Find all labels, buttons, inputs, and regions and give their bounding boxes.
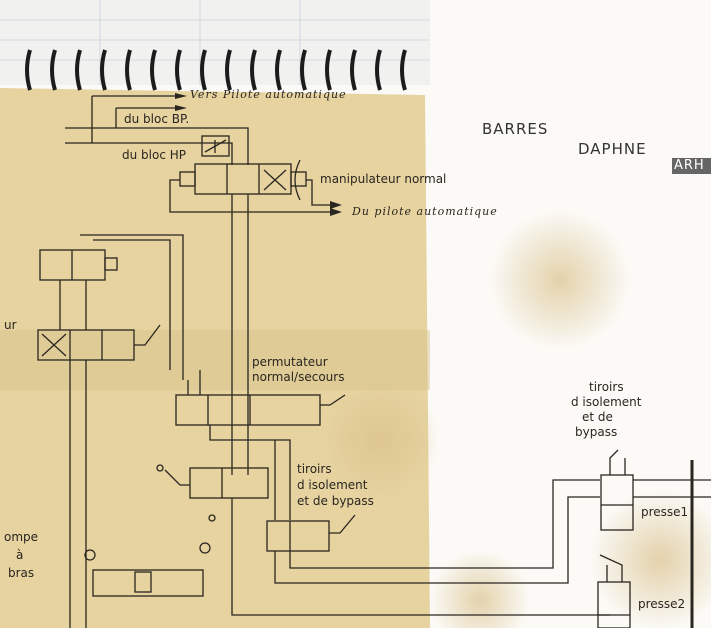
- label-left-cut: ur: [4, 318, 17, 332]
- label-vers-pilote: Vers Pilote automatique: [190, 88, 347, 101]
- label-pompe-3: bras: [8, 566, 35, 580]
- yellowed-sheet: [0, 88, 430, 628]
- label-tiroirs-b-3: et de: [582, 410, 613, 424]
- circuit-lines: [37, 95, 711, 628]
- label-du-pilote: Du pilote automatique: [352, 205, 498, 218]
- label-tiroirs-b-4: bypass: [575, 425, 618, 439]
- tag-background: [672, 158, 711, 174]
- label-tiroirs-a-1: tiroirs: [297, 462, 332, 476]
- label-du-bloc-bp: du bloc BP.: [124, 112, 190, 126]
- arrow-heads: [175, 93, 342, 216]
- title-tag: ARH: [674, 158, 705, 173]
- label-manipulateur: manipulateur normal: [320, 172, 447, 186]
- label-pompe-2: à: [16, 548, 24, 562]
- label-tiroirs-a-2: d isolement: [297, 478, 368, 492]
- label-du-bloc-hp: du bloc HP: [122, 148, 187, 162]
- notebook-background: [0, 0, 430, 85]
- title-daphne: DAPHNE: [578, 140, 647, 158]
- label-permutateur-1: permutateur: [252, 355, 328, 369]
- title-barres: BARRES: [482, 120, 549, 138]
- label-tiroirs-b-1: tiroirs: [589, 380, 624, 394]
- label-pompe-1: ompe: [4, 530, 39, 544]
- label-permutateur-2: normal/secours: [252, 370, 345, 384]
- label-presse1: presse1: [641, 505, 689, 519]
- label-tiroirs-b-2: d isolement: [571, 395, 642, 409]
- label-tiroirs-a-3: et de bypass: [297, 494, 374, 508]
- label-presse2: presse2: [638, 597, 686, 611]
- spiral-binding: [25, 49, 407, 91]
